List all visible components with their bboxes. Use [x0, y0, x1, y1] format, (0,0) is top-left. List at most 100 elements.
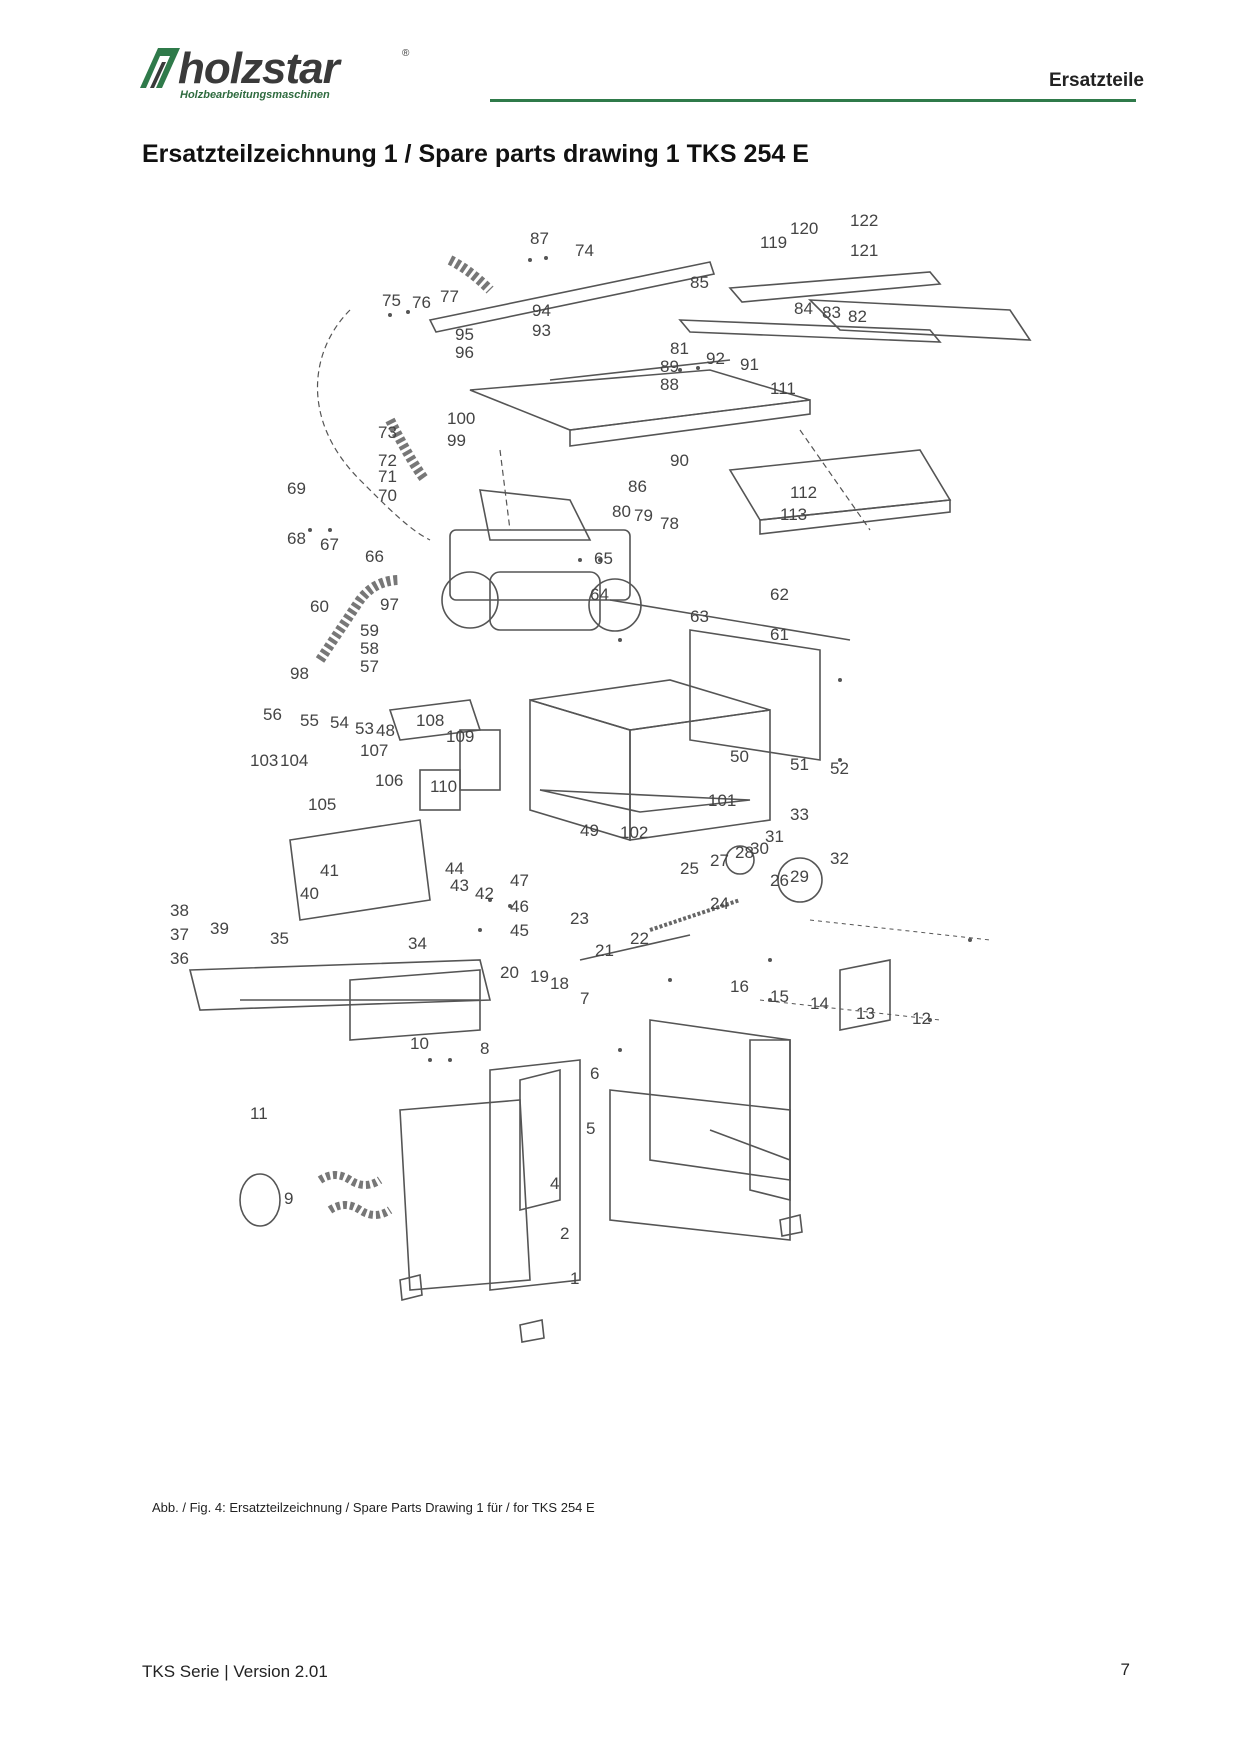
part-callout-112: 112	[790, 483, 818, 502]
part-callout-20: 20	[500, 963, 519, 982]
part-callout-65: 65	[594, 549, 613, 568]
part-callout-12: 12	[912, 1009, 931, 1028]
part-callout-27: 27	[710, 851, 729, 870]
part-callout-68: 68	[287, 529, 306, 548]
part-callout-80: 80	[612, 502, 631, 521]
part-callout-5: 5	[586, 1119, 596, 1138]
part-callout-57: 57	[360, 657, 379, 676]
footer-version: TKS Serie | Version 2.01	[142, 1662, 328, 1681]
part-callout-47: 47	[510, 871, 529, 890]
part-callout-96: 96	[455, 343, 474, 362]
part-callout-94: 94	[532, 301, 551, 320]
part-callout-75: 75	[382, 291, 401, 310]
part-callout-18: 18	[550, 974, 569, 993]
part-callout-95: 95	[455, 325, 474, 344]
part-callout-15: 15	[770, 987, 789, 1006]
part-callout-100: 100	[447, 409, 476, 428]
part-callout-32: 32	[830, 849, 849, 868]
part-callout-33: 33	[790, 805, 809, 824]
page-header: holzstar ® Holzbearbeitungsmaschinen Ers…	[0, 0, 1240, 110]
part-callout-26: 26	[770, 871, 789, 890]
part-callout-25: 25	[680, 859, 699, 878]
logo-mark-icon	[140, 48, 180, 88]
part-callout-58: 58	[360, 639, 379, 658]
part-callout-97: 97	[380, 595, 399, 614]
part-callout-13: 13	[856, 1004, 875, 1023]
part-callout-99: 99	[447, 431, 466, 450]
part-callout-62: 62	[770, 585, 789, 604]
part-callout-74: 74	[575, 241, 594, 260]
part-callout-4: 4	[550, 1174, 560, 1193]
part-callout-7: 7	[580, 989, 590, 1008]
part-callout-84: 84	[794, 299, 813, 318]
header-divider	[490, 99, 1136, 102]
part-callout-19: 19	[530, 967, 549, 986]
part-callout-87: 87	[530, 229, 549, 248]
base-front-panel	[399, 1099, 531, 1291]
part-callout-83: 83	[822, 303, 841, 322]
part-callout-70: 70	[378, 486, 397, 505]
part-callout-63: 63	[690, 607, 709, 626]
part-callout-81: 81	[670, 339, 689, 358]
part-callout-53: 53	[355, 719, 374, 738]
part-callout-35: 35	[270, 929, 289, 948]
part-callout-105: 105	[308, 795, 337, 814]
part-callout-16: 16	[730, 977, 749, 996]
sliding-table-grid	[188, 959, 492, 1011]
part-callout-2: 2	[560, 1224, 570, 1243]
part-callout-72: 72	[378, 451, 397, 470]
part-callout-73: 73	[378, 423, 397, 442]
part-callout-92: 92	[706, 349, 725, 368]
part-callout-109: 109	[446, 727, 475, 746]
part-callout-24: 24	[710, 894, 729, 913]
part-callout-111: 111	[770, 379, 796, 398]
part-callout-51: 51	[790, 755, 809, 774]
chassis-top	[529, 679, 771, 731]
brand-name: holzstar	[178, 44, 340, 93]
part-callout-14: 14	[810, 994, 829, 1013]
part-callout-102: 102	[620, 823, 649, 842]
brand-subtitle: Holzbearbeitungsmaschinen	[180, 89, 330, 101]
part-callout-106: 106	[375, 771, 404, 790]
part-callout-86: 86	[628, 477, 647, 496]
part-callout-31: 31	[765, 827, 784, 846]
part-callout-55: 55	[300, 711, 319, 730]
part-callout-88: 88	[660, 375, 679, 394]
part-callout-119: 119	[760, 233, 788, 252]
motor-housing	[441, 571, 499, 629]
part-callout-61: 61	[770, 625, 789, 644]
part-callout-37: 37	[170, 925, 189, 944]
part-callout-39: 39	[210, 919, 229, 938]
part-callout-44: 44	[445, 859, 464, 878]
part-callout-34: 34	[408, 934, 427, 953]
part-callout-11: 11	[250, 1104, 268, 1123]
part-callout-103: 103	[250, 751, 279, 770]
section-label: Ersatzteile	[1048, 70, 1144, 91]
figure-caption: Abb. / Fig. 4: Ersatzteilzeichnung / Spa…	[152, 1500, 595, 1515]
exploded-view-illustration	[188, 255, 1032, 1343]
part-callout-40: 40	[300, 884, 319, 903]
part-callout-90: 90	[670, 451, 689, 470]
part-callout-46: 46	[510, 897, 529, 916]
part-callout-41: 41	[320, 861, 339, 880]
part-callout-98: 98	[290, 664, 309, 683]
part-callout-36: 36	[170, 949, 189, 968]
part-callout-60: 60	[310, 597, 329, 616]
part-callout-8: 8	[480, 1039, 490, 1058]
part-callout-101: 101	[708, 791, 737, 810]
part-callout-50: 50	[730, 747, 749, 766]
part-callout-43: 43	[450, 876, 469, 895]
part-callout-23: 23	[570, 909, 589, 928]
part-callout-120: 120	[790, 219, 819, 238]
part-callout-67: 67	[320, 535, 339, 554]
part-callout-45: 45	[510, 921, 529, 940]
part-callout-38: 38	[170, 901, 189, 920]
part-callout-59: 59	[360, 621, 379, 640]
part-callout-85: 85	[690, 273, 709, 292]
part-callout-82: 82	[848, 307, 867, 326]
part-callout-113: 113	[780, 505, 808, 524]
part-callout-108: 108	[416, 711, 445, 730]
part-callout-52: 52	[830, 759, 849, 778]
part-callout-64: 64	[590, 585, 609, 604]
